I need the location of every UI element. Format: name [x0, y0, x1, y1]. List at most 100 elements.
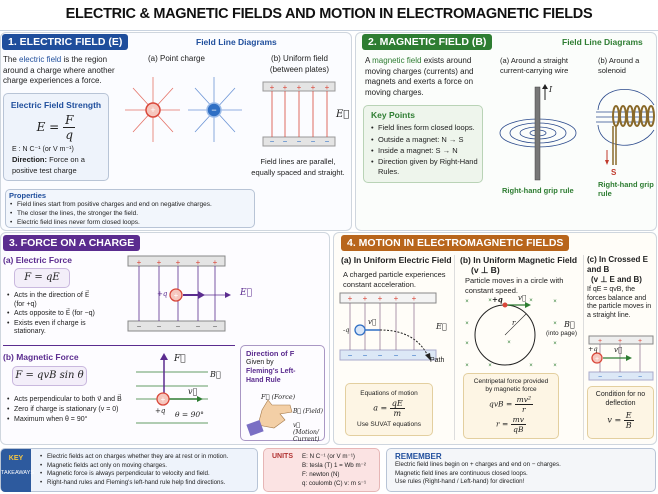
field-strength-units: E : N C⁻¹ (or V m⁻¹) [12, 146, 74, 153]
motion-c-velocity-symbol: v⃗ [614, 346, 623, 354]
positive-charge [502, 302, 508, 308]
svg-text:−: − [618, 374, 622, 381]
direction-box-title: Direction of F [246, 349, 295, 358]
svg-text:×: × [553, 299, 557, 305]
fleming-force-label: F⃗ (Force) [261, 393, 296, 401]
field-strength-title: Electric Field Strength [10, 100, 102, 110]
title-divider [0, 30, 658, 31]
current-symbol: I [549, 85, 553, 94]
takeaway-item: Magnetic fields act only on moving charg… [39, 462, 228, 471]
electric-force-point: Exists even if charge is stationary. [6, 320, 96, 337]
magnetic-force-point: Acts perpendicular to both v⃗ and B⃗ [6, 395, 136, 405]
svg-text:+: + [363, 294, 368, 303]
magnetic-force-force-symbol: F⃗ [174, 354, 186, 364]
direction-given-by: Given by [246, 359, 274, 366]
svg-text:+: + [311, 83, 316, 92]
magnetic-force-field-symbol: B⃗ [210, 370, 221, 379]
svg-text:+: + [150, 105, 155, 115]
motion-a-velocity-symbol: v⃗ [368, 318, 377, 326]
remember-item: Magnetic field lines are continuous clos… [395, 469, 528, 477]
motion-b-radius-label: r [512, 319, 516, 327]
motion-b-velocity-symbol: v⃗ [518, 294, 527, 302]
fleming-field-label: B⃗ (Field) [293, 408, 323, 415]
uniform-field-label: (b) Uniform field (between plates) [269, 54, 330, 74]
magnetic-force-charge-label: +q [155, 407, 166, 415]
svg-text:×: × [529, 363, 533, 369]
svg-text:+: + [161, 395, 166, 404]
motion-a-field-symbol: E⃗ [436, 322, 447, 331]
motion-a-title: (a) In Uniform Electric Field [341, 255, 452, 265]
section3-header: 3. FORCE ON A CHARGE [3, 235, 141, 251]
motion-b-charge-label: +q [492, 295, 503, 304]
remember-item: Use rules (Right-hand / Left-hand) for d… [395, 478, 525, 485]
motion-c-eq-title: Condition for no deflection [595, 391, 646, 407]
svg-text:+: + [174, 291, 179, 300]
motion-a-charge-label: -q [343, 326, 350, 334]
remember-box: REMEMBER Electric field lines begin on +… [386, 448, 656, 492]
motion-c-charge-label: +q [588, 345, 598, 353]
electric-force-diagram: +++++ −−−−− + [127, 255, 231, 332]
svg-text:×: × [553, 363, 557, 369]
magnetic-force-point: Zero if charge is stationary (v = 0) [6, 405, 136, 415]
electric-force-point: Acts in the direction of E⃗ (for +q) [6, 292, 96, 309]
key-takeaways-box: KEY TAKEAWAYS Electric fields act on cha… [0, 448, 258, 492]
takeaway-item: Electric fields act on charges whether t… [39, 453, 228, 462]
motion-b-eq-title: Centripetal force provided by magnetic f… [473, 378, 549, 393]
motion-c-title: (c) In Crossed E and B [587, 255, 648, 274]
motion-b-text: Particle moves in a circle with constant… [465, 276, 564, 295]
motion-divider-2 [583, 255, 584, 440]
motion-divider-1 [454, 255, 455, 440]
section2-diagrams-title: Field Line Diagrams [562, 37, 643, 47]
page-title: ELECTRIC & MAGNETIC FIELDS AND MOTION IN… [65, 6, 593, 22]
svg-text:−: − [283, 137, 288, 146]
section4-header: 4. MOTION IN ELECTROMAGNETIC FIELDS [341, 235, 570, 251]
motion-b-title: (b) In Uniform Magnetic Field [460, 255, 578, 265]
svg-text:+: + [618, 338, 622, 345]
units-row: E: N C⁻¹ (or V m⁻¹) [302, 453, 355, 460]
property-item: Electric field lines never form closed l… [9, 218, 254, 227]
svg-text:−: − [297, 137, 302, 146]
magnetic-force-diagram: + [136, 353, 208, 424]
motion-b-subtitle: (v ⊥ B) [471, 265, 500, 275]
svg-text:+: + [283, 83, 288, 92]
svg-text:−: − [176, 322, 181, 331]
electric-force-charge-label: +q [157, 290, 168, 298]
left-hand-icon [246, 399, 293, 437]
magnetic-force-formula: F = qvB sin θ [12, 366, 87, 386]
fleming-rule: Fleming's Left-Hand Rule [246, 368, 296, 384]
svg-text:+: + [157, 258, 162, 267]
svg-text:−: − [137, 322, 142, 331]
motion-a-diagram: +++++ −−−−− [339, 292, 437, 361]
units-row: q: coulomb (C) v: m s⁻¹ [302, 480, 367, 487]
key-points-box: Key Points Field lines form closed loops… [363, 105, 483, 183]
uniform-field-symbol: E⃗ [336, 109, 350, 120]
positive-charge [169, 288, 183, 302]
section1-header: 1. ELECTRIC FIELD (E) [2, 34, 129, 50]
svg-text:+: + [137, 258, 142, 267]
property-item: The closer the lines, the stronger the f… [9, 209, 254, 218]
svg-text:−: − [211, 105, 216, 115]
svg-text:−: − [157, 322, 162, 331]
field-direction: Direction: Force on a positive test char… [12, 155, 85, 175]
properties-box: Properties Field lines start from positi… [5, 189, 255, 228]
solenoid-label: (b) Around a solenoid [598, 56, 640, 75]
svg-text:+: + [638, 338, 642, 345]
svg-text:−: − [196, 322, 201, 331]
units-box: UNITS E: N C⁻¹ (or V m⁻¹) B: tesla (T) 1… [263, 448, 380, 492]
negative-charge [206, 102, 222, 118]
svg-text:+: + [394, 294, 399, 303]
svg-text:×: × [529, 298, 533, 304]
remember-title: REMEMBER [395, 452, 442, 461]
svg-text:×: × [488, 363, 492, 369]
point-charge-label: (a) Point charge [148, 54, 205, 63]
motion-b-equation-box: Centripetal force provided by magnetic f… [463, 373, 559, 439]
units-title: UNITS [272, 453, 293, 460]
svg-text:+: + [378, 294, 383, 303]
magnetic-force-points: Acts perpendicular to both v⃗ and B⃗ Zer… [6, 395, 136, 425]
section2-intro: A magnetic field exists around moving ch… [365, 56, 474, 97]
